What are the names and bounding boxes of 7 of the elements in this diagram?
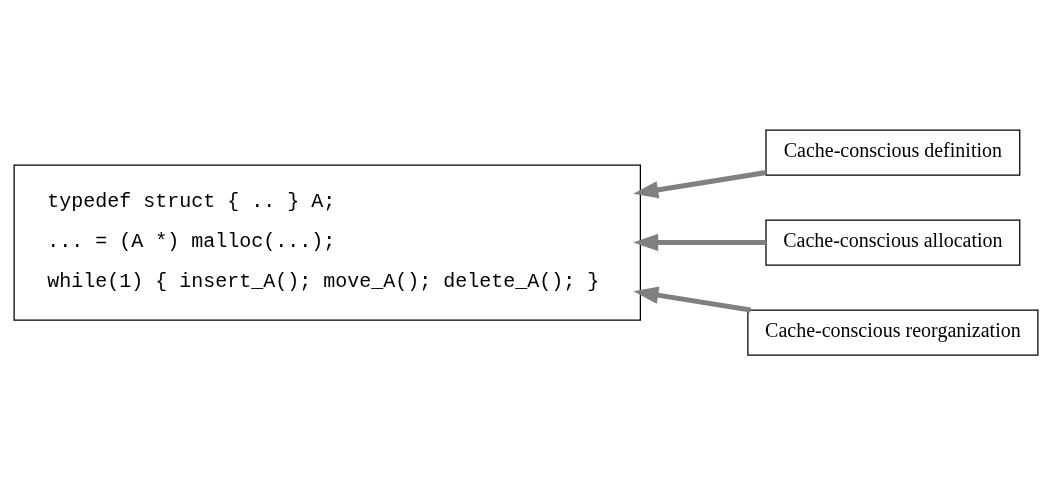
node-box: Cache-conscious allocation	[765, 219, 1021, 266]
node-box: Cache-conscious definition	[765, 129, 1021, 176]
arrow	[633, 170, 767, 199]
arrow	[633, 233, 766, 252]
node-box: Cache-conscious reorganization	[747, 309, 1039, 356]
node-box: typedef struct { .. } A; ... = (A *) malloc(...); while(1) { insert_A(); move_A(); delete_A(); }	[13, 164, 641, 321]
arrow	[633, 286, 751, 313]
